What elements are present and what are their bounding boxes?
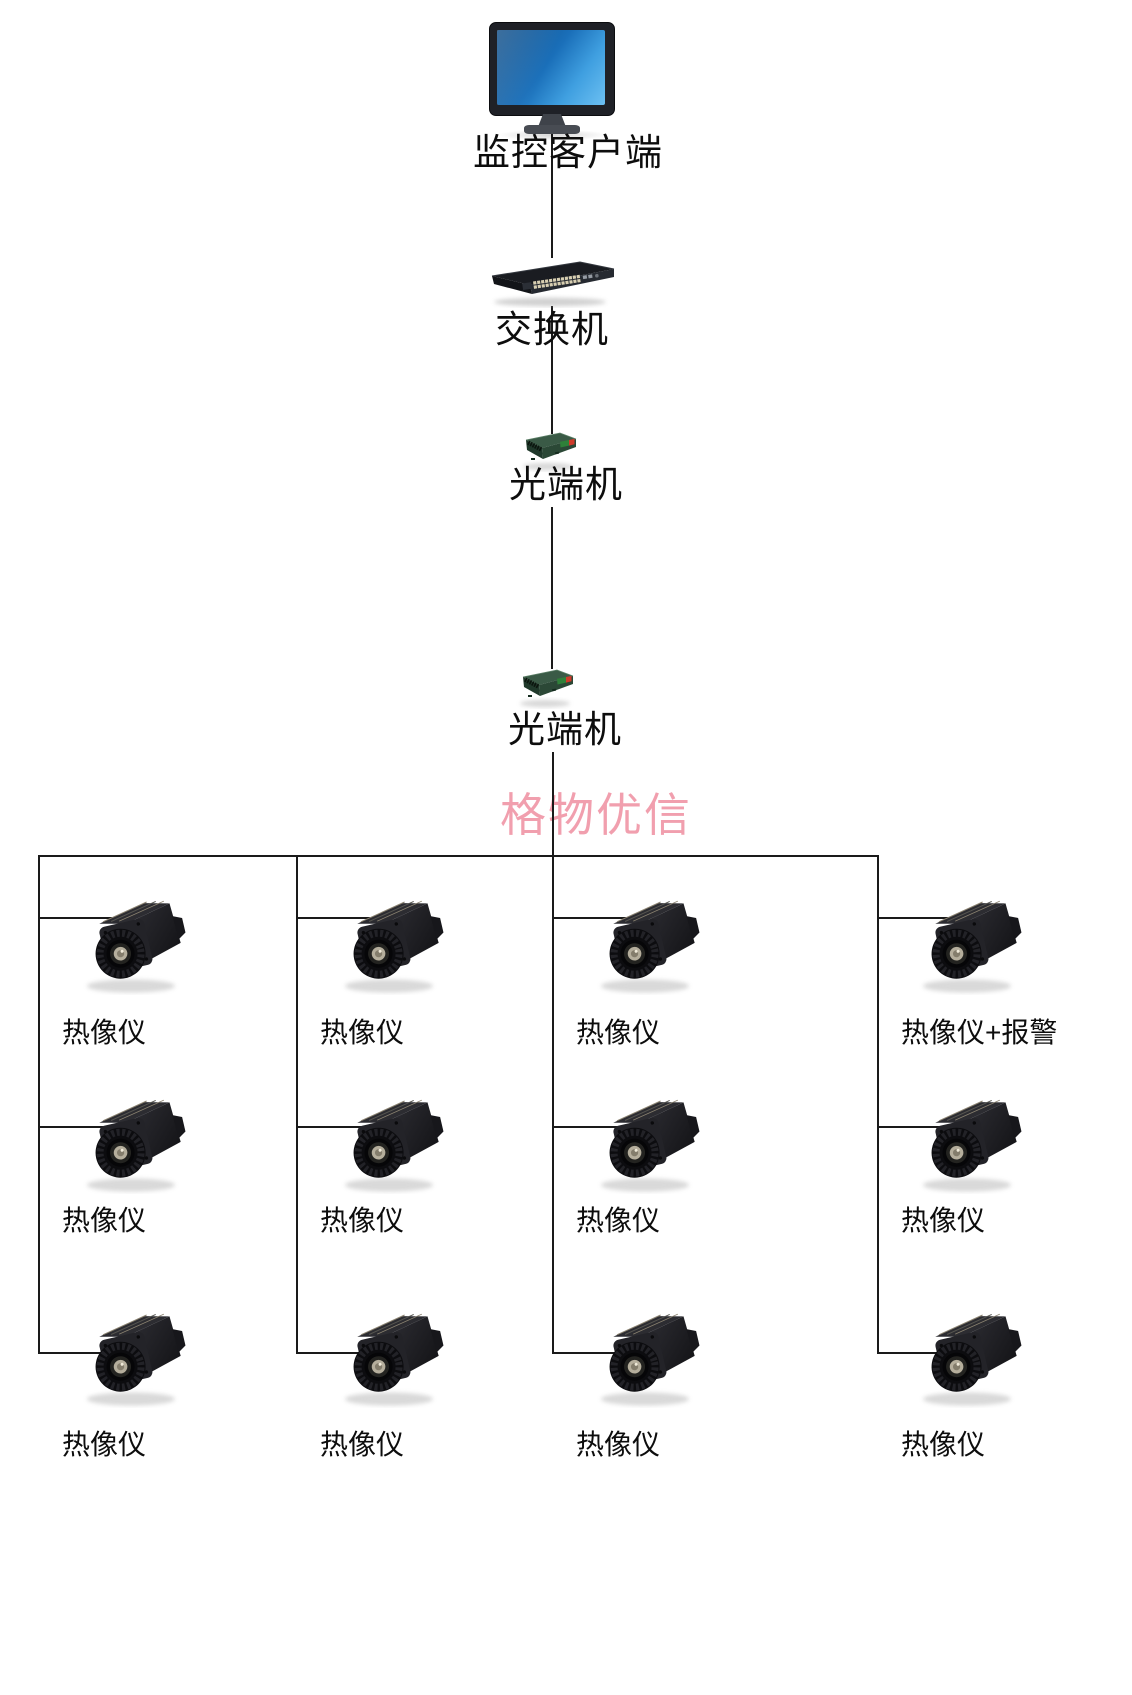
camera-stub [297,1126,375,1128]
thermal-camera-icon [917,895,1027,1000]
optical-terminal-label-lower: 光端机 [508,709,622,750]
column-rail-1 [38,855,40,1354]
monitor-shadow [492,129,614,141]
connector-terminal-terminal [551,507,553,669]
connector-switch-terminal [551,306,553,434]
thermal-camera-icon [595,1308,705,1413]
monitor-stand [538,114,566,127]
camera-label: 热像仪 [62,1429,147,1460]
monitor-stand-base [524,125,580,134]
column-rail-2 [296,855,298,1354]
watermark-text: 格物优信 [500,789,692,841]
camera-label: 热像仪 [62,1017,147,1048]
thermal-camera-icon [81,1308,191,1413]
thermal-camera-icon [81,1094,191,1199]
column-rail-4 [877,855,879,1354]
camera-label: 热像仪 [320,1017,405,1048]
switch-label: 交换机 [495,309,609,350]
thermal-camera-icon [595,895,705,1000]
camera-stub [553,917,631,919]
thermal-camera-icon [339,1094,449,1199]
optical-terminal-label-upper: 光端机 [509,464,623,505]
camera-stub [878,917,956,919]
thermal-camera-icon [339,895,449,1000]
thermal-camera-icon [81,895,191,1000]
connector-client-switch [551,128,553,258]
camera-label: 热像仪 [576,1017,661,1048]
camera-stub [39,1352,117,1354]
camera-label: 热像仪 [901,1205,986,1236]
camera-label: 热像仪 [320,1429,405,1460]
camera-stub [553,1126,631,1128]
camera-stub [878,1126,956,1128]
monitor-screen [497,30,605,105]
camera-stub [297,1352,375,1354]
bus-line [38,855,879,857]
camera-stub [39,1126,117,1128]
camera-label: 热像仪 [320,1205,405,1236]
network-switch-icon [491,261,615,307]
camera-label: 热像仪 [576,1429,661,1460]
connector-terminal-bus-and-rail-3 [552,752,554,1354]
thermal-camera-icon [917,1094,1027,1199]
camera-label: 热像仪 [576,1205,661,1236]
thermal-camera-icon [339,1308,449,1413]
fiber-transceiver-icon-lower [514,665,580,709]
thermal-camera-icon [595,1094,705,1199]
camera-label: 热像仪 [62,1205,147,1236]
camera-stub [297,917,375,919]
camera-stub [39,917,117,919]
camera-stub [553,1352,631,1354]
camera-label: 热像仪+报警 [901,1017,1058,1048]
camera-label: 热像仪 [901,1429,986,1460]
thermal-camera-icon [917,1308,1027,1413]
camera-stub [878,1352,956,1354]
client-label: 监控客户端 [473,132,663,173]
